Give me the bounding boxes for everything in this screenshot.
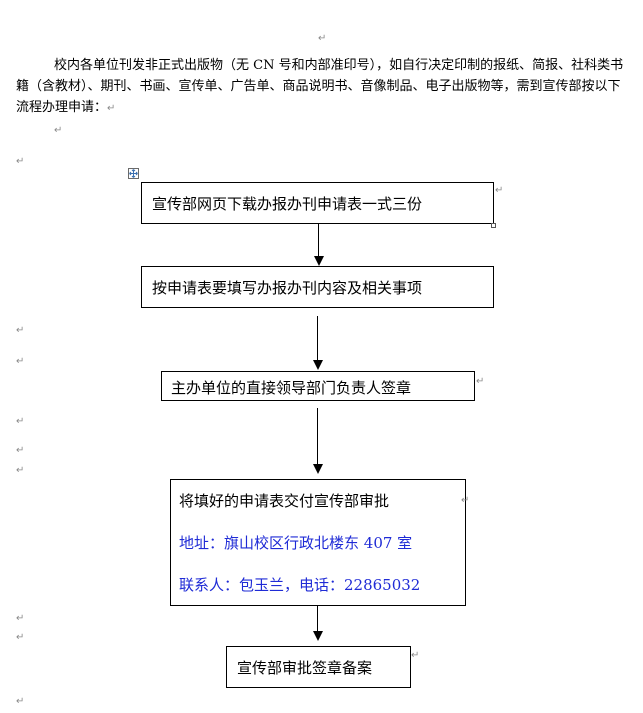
paragraph-mark: ↵ [411, 650, 420, 661]
flow-arrow-head [314, 256, 324, 266]
flow-arrow-head [313, 360, 323, 370]
paragraph-mark: ↵ [16, 156, 25, 167]
paragraph-mark: ↵ [16, 632, 25, 643]
paragraph-mark: ↵ [318, 33, 327, 44]
step-5-box: 宣传部审批签章备案 [226, 646, 411, 688]
paragraph-mark: ↵ [16, 465, 25, 476]
paragraph-mark: ↵ [495, 185, 504, 196]
intro-text: 校内各单位刊发非正式出版物（无 CN 号和内部准印号），如自行决定印制的报纸、简… [16, 58, 624, 115]
flow-arrow-line [317, 316, 318, 361]
step-1-box: 宣传部网页下载办报办刊申请表一式三份 [141, 182, 494, 224]
paragraph-mark: ↵ [54, 125, 63, 136]
step-4-contact: 联系人：包玉兰，电话：22865032 [179, 576, 421, 594]
paragraph-mark: ↵ [16, 445, 25, 456]
paragraph-mark: ↵ [476, 376, 485, 387]
step-2-box: 按申请表要填写办报办刊内容及相关事项 [141, 266, 494, 308]
paragraph-mark: ↵ [16, 356, 25, 367]
paragraph-mark: ↵ [107, 103, 116, 114]
paragraph-mark: ↵ [16, 325, 25, 336]
resize-handle[interactable] [491, 223, 496, 228]
paragraph-mark: ↵ [16, 696, 25, 707]
flow-arrow-line [318, 224, 319, 257]
paragraph-mark: ↵ [16, 613, 25, 624]
flow-arrow-head [313, 464, 323, 474]
flow-arrow-line [317, 408, 318, 465]
step-4-title: 将填好的申请表交付宣传部审批 [179, 492, 390, 510]
step-1-text: 宣传部网页下载办报办刊申请表一式三份 [152, 195, 423, 213]
step-5-text: 宣传部审批签章备案 [237, 659, 373, 677]
step-4-box: 将填好的申请表交付宣传部审批 ↵ 地址：旗山校区行政北楼东 407 室 联系人：… [170, 479, 470, 606]
flow-arrow-line [317, 606, 318, 632]
paragraph-mark: ↵ [16, 416, 25, 427]
step-2-text: 按申请表要填写办报办刊内容及相关事项 [152, 279, 423, 297]
intro-paragraph: 校内各单位刊发非正式出版物（无 CN 号和内部准印号），如自行决定印制的报纸、简… [16, 55, 628, 119]
paragraph-mark: ↵ [461, 495, 470, 506]
move-handle-icon[interactable] [128, 168, 139, 179]
step-3-box: 主办单位的直接领导部门负责人签章 [161, 371, 475, 401]
step-4-address: 地址：旗山校区行政北楼东 407 室 [179, 534, 413, 552]
flow-arrow-head [313, 631, 323, 641]
step-3-text: 主办单位的直接领导部门负责人签章 [171, 379, 412, 397]
